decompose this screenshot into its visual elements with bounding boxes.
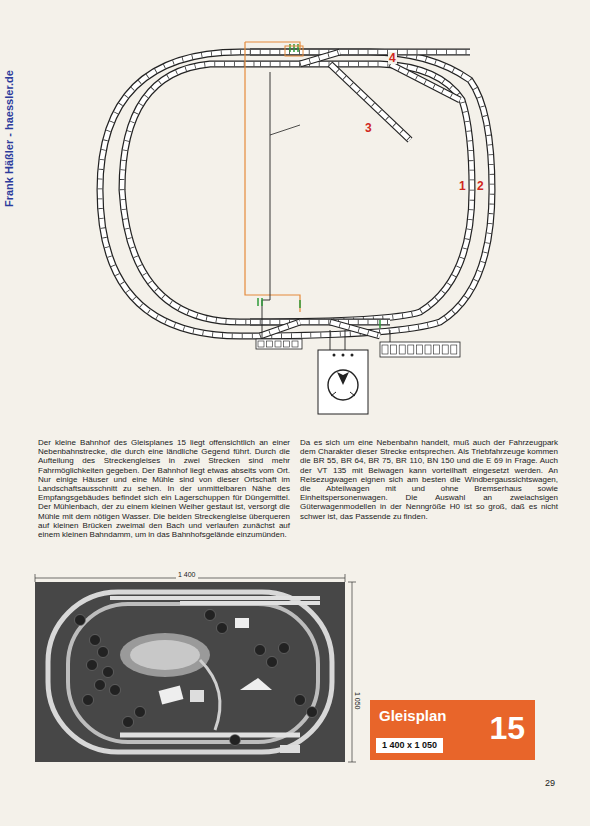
track (390, 64, 460, 100)
title-text: Gleisplan (379, 707, 447, 725)
track (250, 49, 470, 56)
switch-key (284, 341, 290, 347)
tree (83, 695, 94, 706)
switch-key (292, 341, 298, 347)
signal (258, 44, 380, 328)
dimension: 1 400 (176, 571, 198, 579)
track (330, 322, 380, 336)
track (330, 322, 380, 336)
switch-key (399, 345, 405, 354)
watermark: Frank Häßler - haessler.de (3, 70, 15, 207)
tree (230, 735, 241, 746)
track (330, 64, 410, 140)
track-joint (300, 52, 340, 64)
track-joint (100, 52, 492, 336)
wire (262, 72, 270, 340)
track (100, 52, 492, 336)
track-joint (122, 64, 472, 322)
callout-number: 3 (364, 122, 373, 134)
switch-key (267, 341, 273, 347)
track (122, 64, 472, 322)
switch-key (425, 345, 431, 354)
track (330, 64, 410, 140)
switch-key (442, 345, 448, 354)
track-joint (390, 64, 460, 100)
track (390, 64, 460, 100)
body-text: Da es sich um eine Nebenbahn handelt, mu… (300, 438, 558, 521)
switch-key (416, 345, 422, 354)
tree (95, 680, 106, 691)
track (250, 319, 390, 326)
tree (295, 695, 306, 706)
track-joint (330, 322, 380, 336)
track-joint (260, 322, 300, 336)
tree (255, 645, 266, 656)
track-layer (100, 52, 492, 336)
tree (307, 707, 318, 718)
track (260, 322, 300, 336)
track (100, 52, 492, 336)
switch-key (258, 341, 264, 347)
page-number: 29 (545, 778, 555, 788)
track (122, 64, 472, 322)
tree (75, 615, 86, 626)
switch-key (408, 345, 414, 354)
tree (87, 660, 98, 671)
switch-key (275, 341, 281, 347)
wire (245, 42, 300, 312)
tree (110, 685, 121, 696)
track (300, 52, 340, 64)
dimension: 1 050 (353, 690, 361, 712)
track (260, 322, 300, 336)
switch-key (391, 345, 397, 354)
track-joint (330, 64, 410, 140)
tree (267, 657, 278, 668)
dimension-line (35, 574, 356, 762)
tree (98, 647, 109, 658)
switch-key (382, 345, 388, 354)
title-box: Gleisplan 15 1 400 x 1 050 (370, 700, 535, 760)
callout-number: 2 (476, 180, 485, 192)
callout-number: 1 (458, 180, 467, 192)
tree (90, 635, 101, 646)
switch-key (434, 345, 440, 354)
wire (270, 125, 300, 135)
tree (217, 623, 228, 634)
layout-photo (35, 582, 345, 762)
tree (103, 667, 114, 678)
switch-key (451, 345, 457, 354)
tree (123, 717, 134, 728)
track (250, 50, 470, 55)
track (250, 320, 390, 325)
track (300, 52, 340, 64)
callout-number: 4 (388, 52, 397, 64)
body-text: Der kleine Bahnhof des Gleisplanes 15 li… (38, 438, 290, 539)
transformer (318, 350, 368, 414)
tree (135, 707, 146, 718)
track-joint (250, 50, 470, 55)
track-joint (250, 320, 390, 325)
tree (205, 610, 216, 621)
tree (279, 643, 290, 654)
plan-size: 1 400 x 1 050 (376, 738, 443, 753)
feeder (285, 46, 303, 56)
plan-number: 15 (489, 708, 525, 748)
